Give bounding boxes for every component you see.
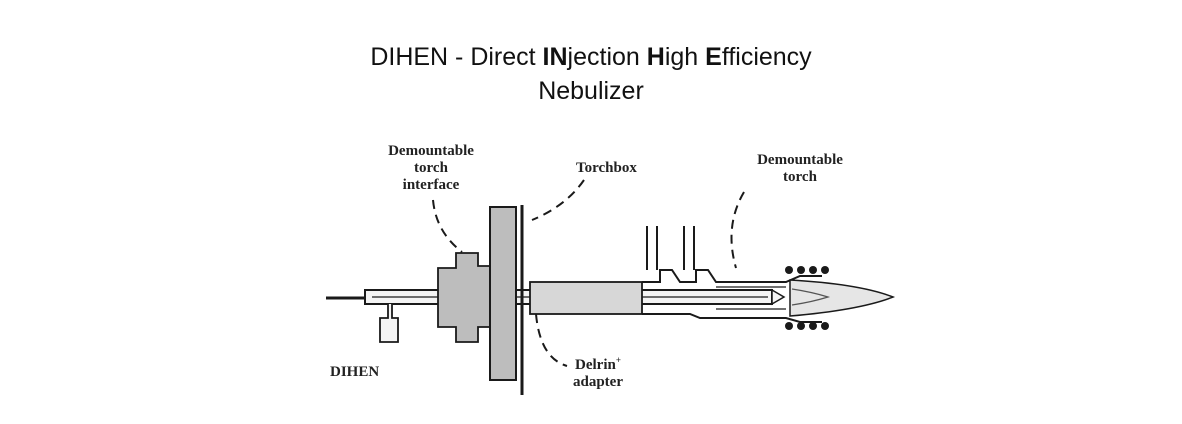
torch-outer-tube [642, 269, 822, 323]
label-torchbox: Torchbox [576, 160, 637, 176]
title-part-6: fficiency [721, 43, 812, 71]
torch-gas-inlet-2 [683, 226, 695, 270]
plasma-core [791, 288, 831, 306]
leader-demountable-torch [730, 191, 745, 269]
leader-delrin-adapter [535, 313, 568, 367]
label-delrin-adapter: Delrin+ adapter [573, 355, 623, 390]
label-dihen: DIHEN [330, 364, 380, 380]
diagram-title-line-2: Nebulizer [538, 77, 644, 105]
title-part-2: jection [567, 43, 647, 71]
title-part-4: igh [664, 43, 706, 71]
delrin-adapter [529, 281, 643, 315]
plasma-flame [789, 279, 896, 317]
label-demountable-torch-interface: Demountable torch interface [388, 143, 474, 193]
load-coil [785, 266, 829, 330]
nebulizer-gas-inlet [379, 304, 399, 343]
title-part-1: IN [542, 43, 568, 71]
torchbox-plate [489, 206, 517, 381]
title-part-3: H [646, 43, 665, 71]
diagram-title-line-1: DIHEN - Direct INjection High Efficiency [0, 42, 1182, 72]
leader-torch-interface [432, 199, 463, 253]
leader-torchbox [531, 179, 585, 221]
nebulizer-tip [771, 288, 786, 306]
title-part-5: E [705, 43, 722, 71]
label-demountable-torch: Demountable torch [757, 152, 843, 185]
torch-gas-inlet-1 [646, 226, 658, 270]
title-part-0: DIHEN - Direct [370, 43, 543, 71]
